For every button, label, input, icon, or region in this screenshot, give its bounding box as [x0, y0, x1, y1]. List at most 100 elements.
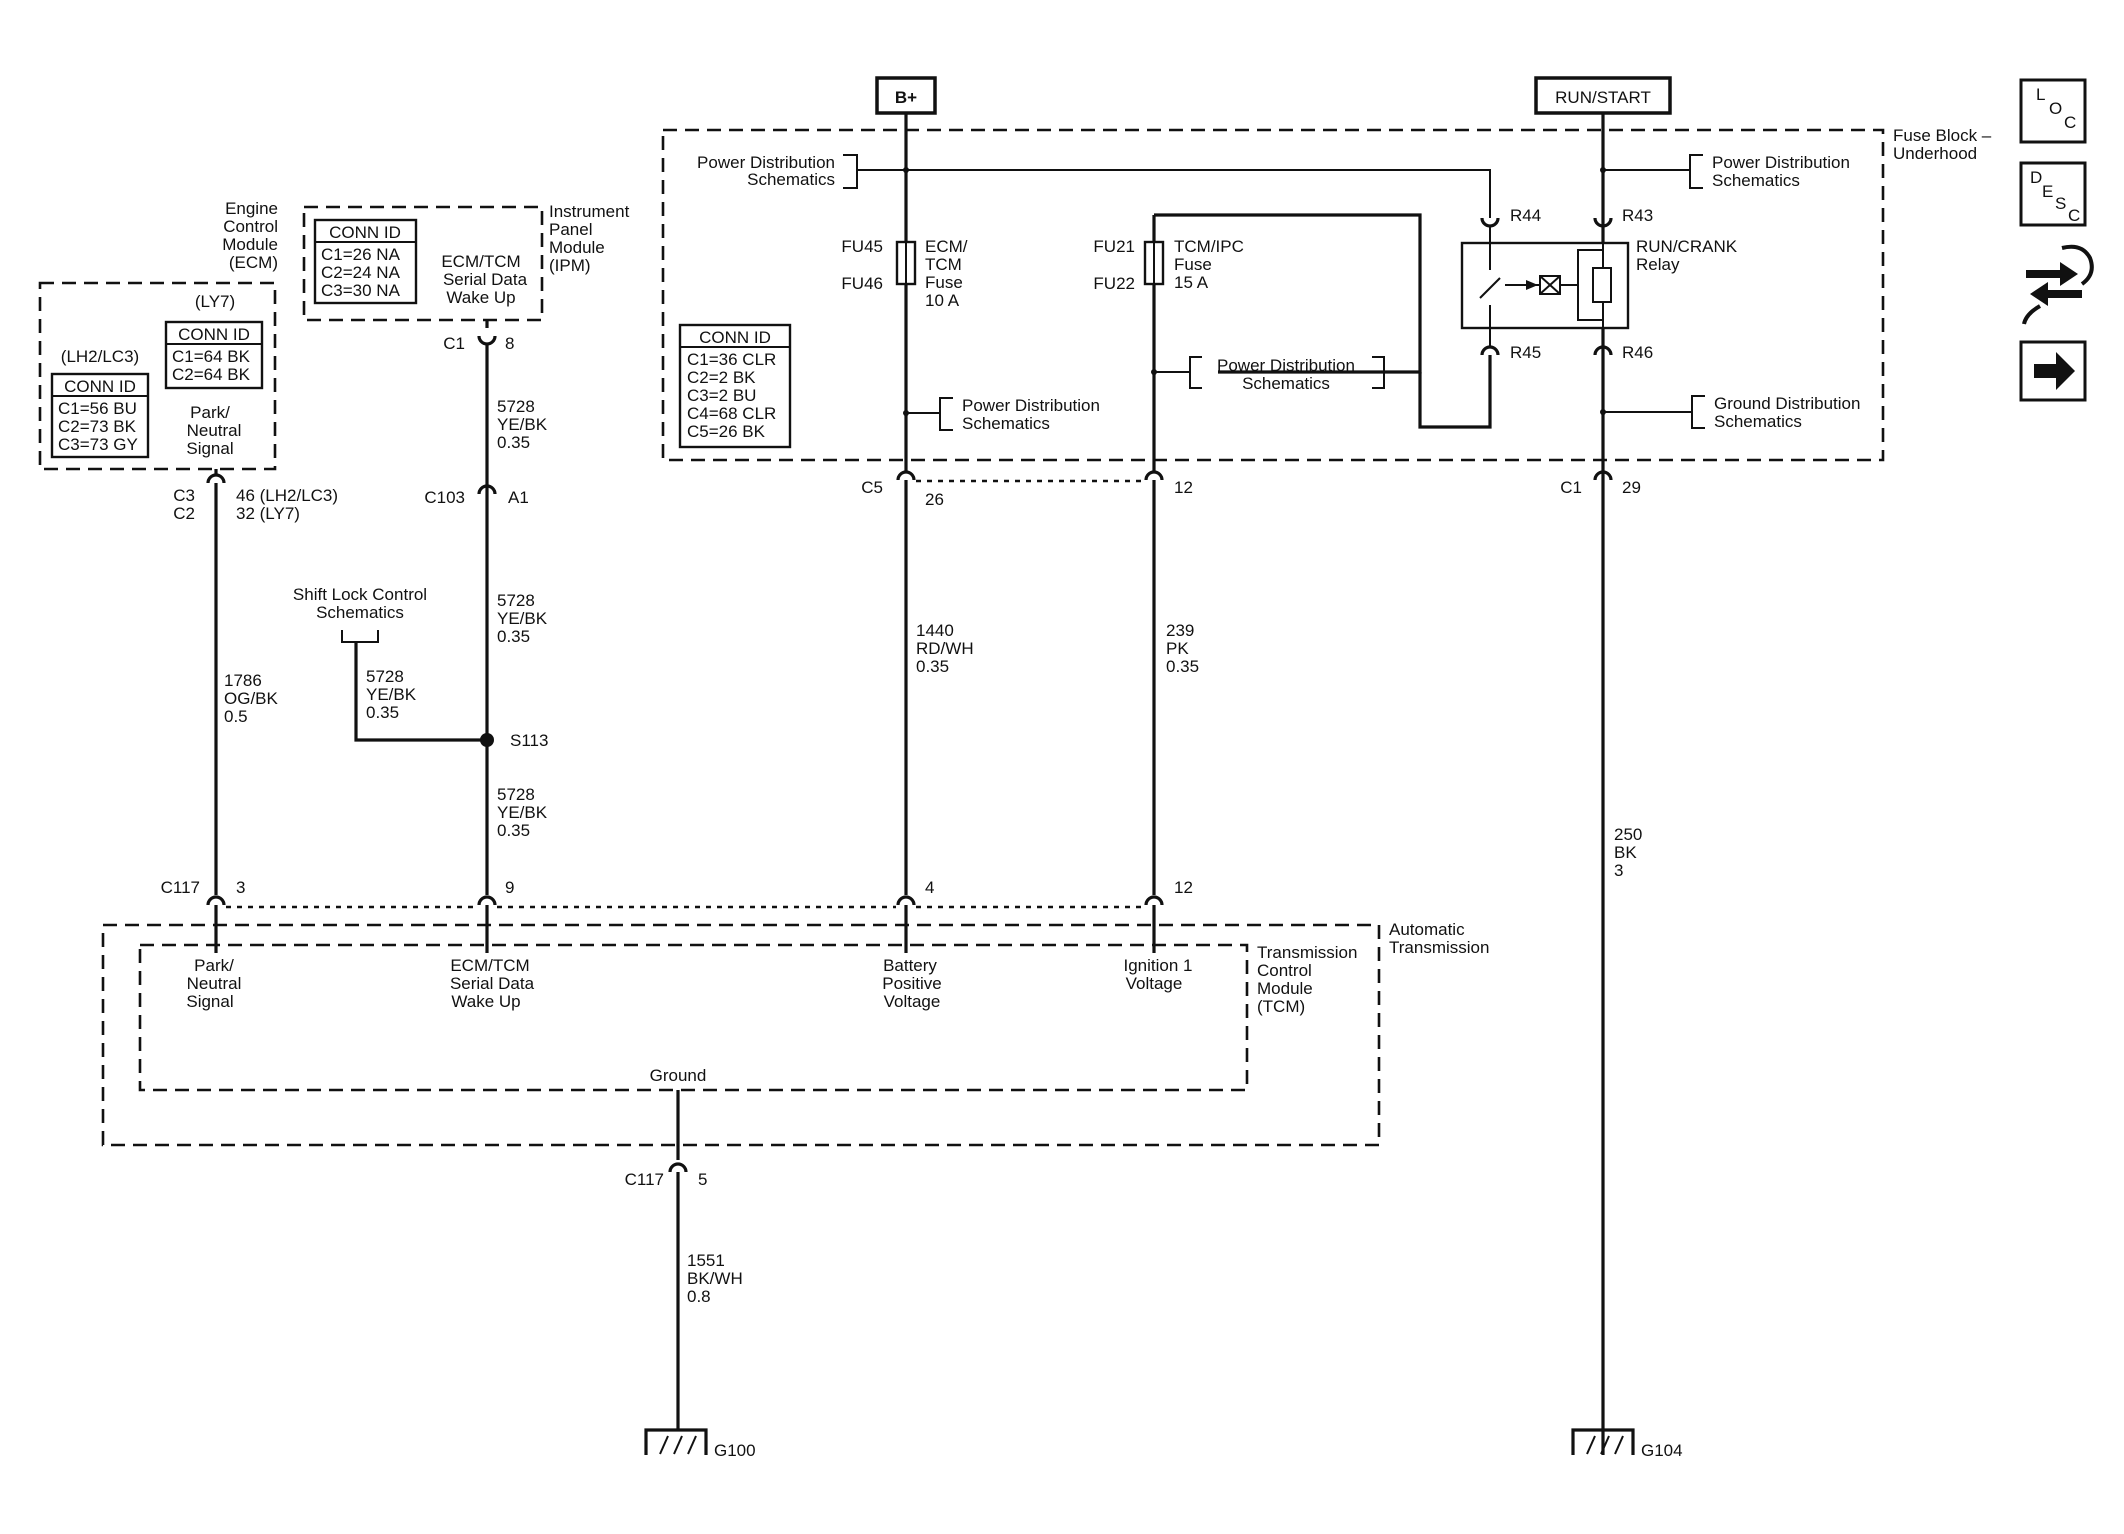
svg-text:(LH2/LC3): (LH2/LC3): [61, 347, 139, 366]
ipm-module: Instrument Panel Module (IPM) CONN ID C1…: [302, 202, 630, 322]
svg-text:C117: C117: [161, 878, 200, 897]
svg-text:0.8: 0.8: [687, 1287, 711, 1306]
svg-text:BK: BK: [1614, 843, 1637, 862]
svg-text:Wake Up: Wake Up: [451, 992, 520, 1011]
tcm-title: Transmission Control Module (TCM): [1257, 943, 1357, 1016]
svg-text:C1=36 CLR: C1=36 CLR: [687, 350, 776, 369]
fuse-block-connectors: C5 26 12 C1 29: [861, 470, 1641, 509]
svg-text:29: 29: [1622, 478, 1641, 497]
next-arrow-button[interactable]: [2019, 340, 2087, 402]
svg-text:(LY7): (LY7): [195, 292, 235, 311]
svg-text:R45: R45: [1510, 343, 1541, 362]
svg-text:0.35: 0.35: [916, 657, 949, 676]
svg-text:Fuse: Fuse: [1174, 255, 1212, 274]
svg-text:Ground Distribution: Ground Distribution: [1714, 394, 1860, 413]
svg-text:YE/BK: YE/BK: [497, 609, 548, 628]
svg-text:O: O: [2049, 99, 2062, 118]
svg-text:Ignition 1: Ignition 1: [1124, 956, 1193, 975]
svg-text:Transmission: Transmission: [1257, 943, 1357, 962]
svg-text:C117: C117: [625, 1170, 664, 1189]
svg-text:0.35: 0.35: [497, 821, 530, 840]
svg-text:5728: 5728: [497, 785, 535, 804]
svg-text:R44: R44: [1510, 206, 1541, 225]
svg-text:ECM/: ECM/: [925, 237, 968, 256]
svg-text:R43: R43: [1622, 206, 1653, 225]
runstart-label: RUN/START: [1555, 88, 1651, 107]
svg-text:5728: 5728: [497, 397, 535, 416]
svg-text:TCM/IPC: TCM/IPC: [1174, 237, 1244, 256]
svg-text:Schematics: Schematics: [1712, 171, 1800, 190]
svg-text:26: 26: [925, 490, 944, 509]
desc-nav-button[interactable]: D E S C: [2019, 161, 2087, 227]
svg-text:(IPM): (IPM): [549, 256, 591, 275]
svg-text:0.35: 0.35: [366, 703, 399, 722]
svg-text:FU22: FU22: [1093, 274, 1135, 293]
svg-text:(TCM): (TCM): [1257, 997, 1305, 1016]
svg-text:RD/WH: RD/WH: [916, 639, 974, 658]
wire-1551-label: 1551 BK/WH 0.8: [687, 1251, 743, 1306]
svg-text:9: 9: [505, 878, 514, 897]
svg-text:CONN ID: CONN ID: [64, 377, 136, 396]
connector-view-icon[interactable]: [2022, 244, 2094, 325]
svg-text:OG/BK: OG/BK: [224, 689, 279, 708]
svg-text:239: 239: [1166, 621, 1194, 640]
c117-connector-row: C117 3 9 4 12: [161, 878, 1193, 909]
run-crank-relay: R44 R43 R45 R46 RUN/CRANK Relay: [1460, 206, 1738, 362]
svg-text:3: 3: [236, 878, 245, 897]
wire-5728a-label: 5728 YE/BK 0.35: [497, 397, 548, 452]
svg-text:C5: C5: [861, 478, 883, 497]
wire-250-label: 250 BK 3: [1614, 825, 1642, 880]
tcm-pin-park: Park/ Neutral Signal: [186, 956, 241, 1011]
svg-text:C1: C1: [1560, 478, 1582, 497]
svg-text:C103: C103: [424, 488, 465, 507]
svg-text:FU21: FU21: [1093, 237, 1135, 256]
svg-text:CONN ID: CONN ID: [699, 328, 771, 347]
svg-text:8: 8: [505, 334, 514, 353]
svg-text:Module: Module: [1257, 979, 1313, 998]
svg-text:1786: 1786: [224, 671, 262, 690]
fuse-conn-table: CONN ID C1=36 CLR C2=2 BK C3=2 BU C4=68 …: [678, 323, 792, 449]
svg-text:C5=26 BK: C5=26 BK: [687, 422, 766, 441]
tcm-pin-wake: ECM/TCM Serial Data Wake Up: [450, 956, 535, 1011]
ecm-module: Engine Control Module (ECM) (LY7) (LH2/L…: [38, 199, 278, 471]
svg-text:ECM/TCM: ECM/TCM: [441, 252, 520, 271]
svg-text:Schematics: Schematics: [1714, 412, 1802, 431]
svg-text:Neutral: Neutral: [187, 974, 242, 993]
svg-text:Serial Data: Serial Data: [443, 270, 528, 289]
svg-text:Power Distribution: Power Distribution: [1217, 356, 1355, 375]
svg-text:TCM: TCM: [925, 255, 962, 274]
svg-text:C1=56 BU: C1=56 BU: [58, 399, 137, 418]
svg-text:FU45: FU45: [841, 237, 883, 256]
svg-text:R46: R46: [1622, 343, 1653, 362]
svg-text:Positive: Positive: [882, 974, 942, 993]
svg-text:C1=26 NA: C1=26 NA: [321, 245, 401, 264]
ecm-tcm-fuse: FU45 FU46 ECM/ TCM Fuse 10 A: [841, 237, 967, 310]
svg-text:Relay: Relay: [1636, 255, 1680, 274]
svg-text:ECM/TCM: ECM/TCM: [450, 956, 529, 975]
svg-text:250: 250: [1614, 825, 1642, 844]
tcm-ipc-fuse: FU21 FU22 TCM/IPC Fuse 15 A: [1093, 237, 1243, 293]
svg-text:Instrument: Instrument: [549, 202, 630, 221]
loc-nav-button[interactable]: L O C: [2019, 78, 2087, 144]
svg-text:C: C: [2068, 206, 2080, 225]
svg-text:Battery: Battery: [883, 956, 937, 975]
svg-text:Signal: Signal: [186, 439, 233, 458]
svg-text:G104: G104: [1641, 1441, 1683, 1460]
svg-text:32 (LY7): 32 (LY7): [236, 504, 300, 523]
svg-text:Control: Control: [1257, 961, 1312, 980]
svg-text:Power Distribution: Power Distribution: [697, 153, 835, 172]
auto-trans-boundary: [101, 923, 1381, 1147]
svg-text:PK: PK: [1166, 639, 1189, 658]
pd-right-ref: Power Distribution Schematics: [1603, 153, 1850, 190]
svg-text:Voltage: Voltage: [1126, 974, 1183, 993]
svg-text:Signal: Signal: [186, 992, 233, 1011]
svg-text:4: 4: [925, 878, 934, 897]
svg-text:Neutral: Neutral: [187, 421, 242, 440]
svg-text:5728: 5728: [497, 591, 535, 610]
svg-text:Wake Up: Wake Up: [446, 288, 515, 307]
svg-text:CONN ID: CONN ID: [329, 223, 401, 242]
svg-text:3: 3: [1614, 861, 1623, 880]
svg-text:E: E: [2042, 182, 2053, 201]
svg-text:0.35: 0.35: [497, 627, 530, 646]
svg-text:12: 12: [1174, 878, 1193, 897]
